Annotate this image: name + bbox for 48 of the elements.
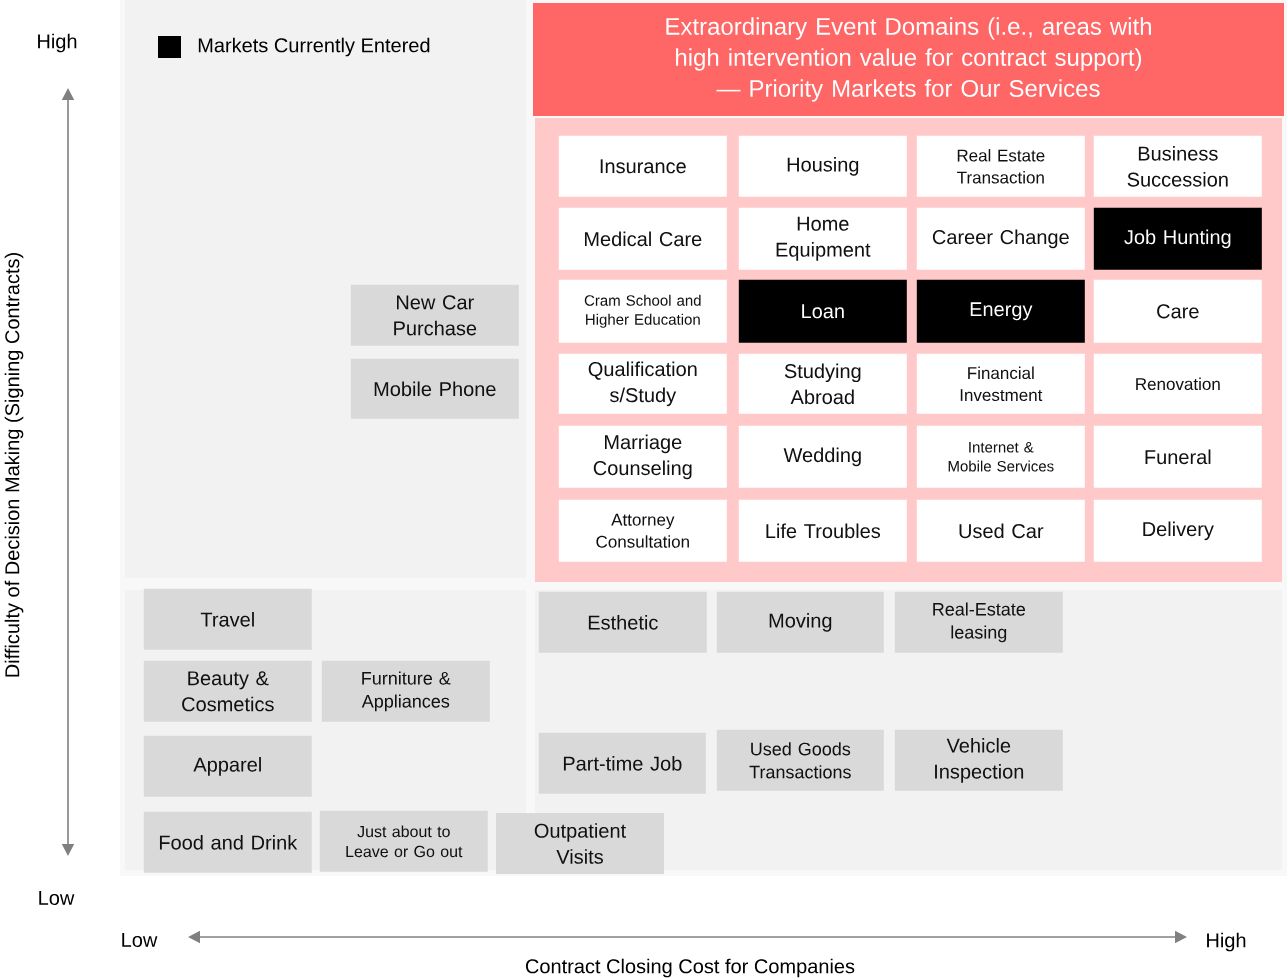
market-box: Housing [738, 135, 907, 197]
market-box: Furniture & Appliances [321, 660, 490, 722]
quadrant-panel [125, 0, 526, 578]
axis-end-label: High [38, 33, 77, 53]
market-box: Life Troubles [738, 499, 907, 562]
axis-title: Contract Closing Cost for Companies [525, 958, 855, 978]
market-box: Studying Abroad [738, 353, 907, 414]
market-box: Mobile Phone [350, 358, 519, 419]
market-box: Home Equipment [738, 207, 907, 270]
market-box: Used Goods Transactions [716, 729, 884, 791]
market-box: Qualification s/Study [558, 353, 727, 414]
market-box: Beauty & Cosmetics [143, 660, 312, 722]
legend-label: Markets Currently Entered [198, 37, 430, 57]
market-box: Travel [143, 588, 312, 650]
market-box: Internet & Mobile Services [916, 425, 1085, 488]
market-box: Part-time Job [538, 732, 706, 794]
market-box: Just about to Leave or Go out [319, 810, 488, 872]
market-box: Moving [716, 591, 884, 653]
market-box: Financial Investment [916, 353, 1085, 414]
market-box: Insurance [558, 135, 727, 197]
market-box: New Car Purchase [350, 284, 519, 346]
market-box: Renovation [1093, 353, 1262, 414]
market-box: Career Change [916, 207, 1085, 270]
market-box: Food and Drink [143, 811, 312, 873]
market-box: Esthetic [538, 591, 707, 653]
market-box: Outpatient Visits [496, 813, 664, 874]
axis-end-label: Low [39, 891, 75, 905]
market-box: Medical Care [558, 207, 727, 270]
market-box: Attorney Consultation [558, 499, 727, 562]
market-box: Job Hunting [1093, 207, 1262, 270]
market-box: Care [1093, 279, 1262, 343]
market-box: Wedding [738, 425, 907, 488]
market-box: Funeral [1093, 425, 1262, 488]
market-box: Business Succession [1093, 135, 1262, 197]
axis-title: Difficulty of Decision Making (Signing Contracts) [4, 253, 24, 677]
market-box: Cram School and Higher Education [558, 279, 727, 343]
market-box: Apparel [143, 735, 312, 797]
axis-end-label: Low [122, 933, 158, 947]
market-box: Real-Estate leasing [894, 591, 1063, 653]
market-box: Vehicle Inspection [894, 729, 1063, 791]
header-banner: Extraordinary Event Domains (i.e., areas with high intervention value for contract support) — Priority Markets for Our Services [533, 3, 1284, 116]
market-box: Marriage Counseling [558, 425, 727, 488]
market-box: Energy [916, 279, 1085, 343]
market-box: Delivery [1093, 499, 1262, 562]
axis-end-label: High [1207, 932, 1246, 952]
market-box: Real Estate Transaction [916, 135, 1085, 197]
market-box: Loan [738, 279, 907, 343]
market-box: Used Car [916, 499, 1085, 562]
